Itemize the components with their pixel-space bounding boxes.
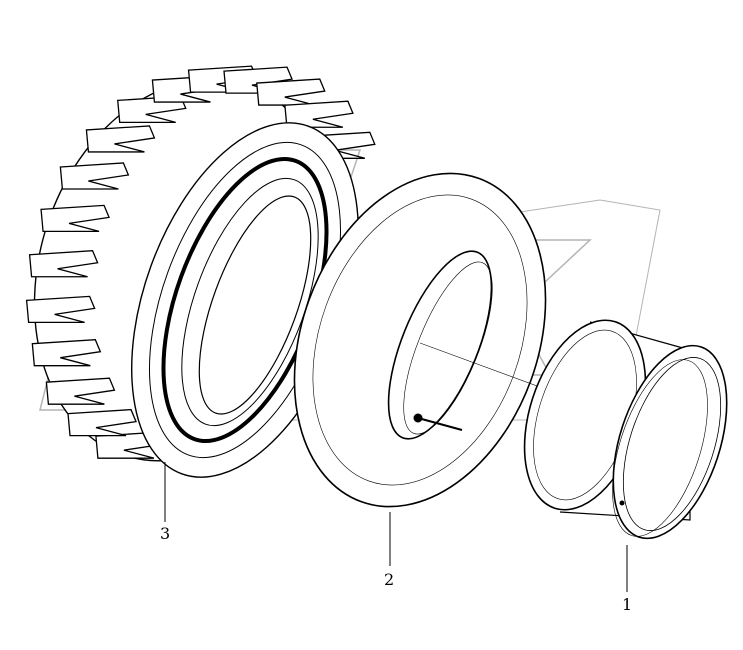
callout-1: 1 — [622, 595, 633, 614]
rim — [523, 319, 728, 540]
inner-tube — [293, 172, 549, 508]
tire-tread-blocks — [25, 65, 376, 459]
tread-block — [45, 377, 116, 405]
tread-block — [31, 339, 102, 367]
leader-lines — [164, 462, 628, 592]
valve-stem-icon — [413, 413, 463, 431]
tread-block — [59, 162, 130, 190]
tread-block — [25, 295, 96, 324]
tread-block — [256, 78, 326, 106]
callout-2: 2 — [384, 570, 395, 589]
tread-block — [40, 204, 110, 233]
tread-block — [85, 125, 156, 153]
tread-block — [223, 66, 293, 94]
callout-3: 3 — [160, 524, 171, 543]
tread-block — [28, 250, 99, 278]
tread-block — [67, 408, 137, 437]
